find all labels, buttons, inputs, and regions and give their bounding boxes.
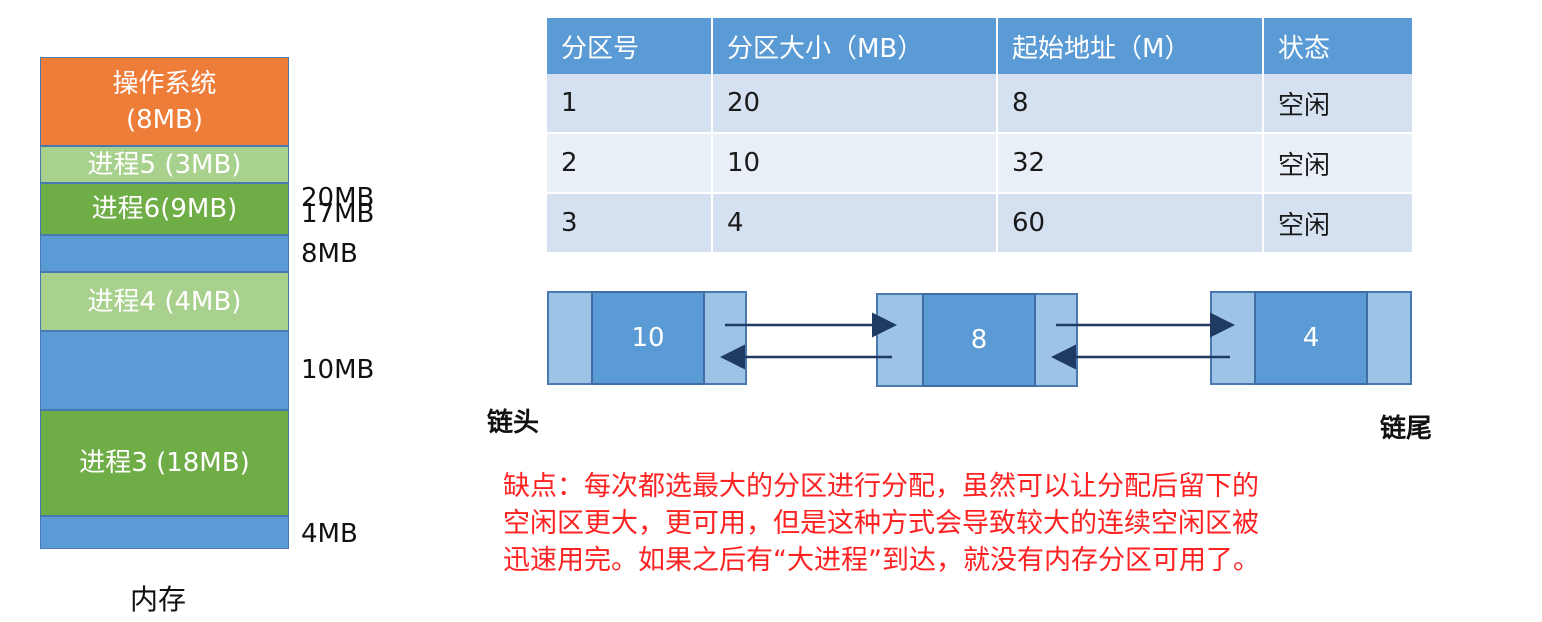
list-node-value: 10 bbox=[591, 291, 705, 385]
memory-block-label: 进程4 (4MB) bbox=[87, 286, 242, 317]
table-cell: 32 bbox=[997, 133, 1264, 194]
memory-block-process6: 进程6(9MB) bbox=[40, 183, 289, 235]
list-head-label: 链头 bbox=[487, 408, 540, 438]
table-cell: 10 bbox=[712, 133, 998, 194]
memory-block-label: 进程3 (18MB) bbox=[79, 448, 250, 478]
table-cell: 4 bbox=[712, 193, 998, 254]
memory-block-os-name: 操作系统 bbox=[112, 68, 217, 99]
table-header-row: 分区号 分区大小（MB） 起始地址（M） 状态 bbox=[547, 18, 1414, 74]
list-tail-label: 链尾 bbox=[1380, 414, 1433, 444]
table-cell: 20 bbox=[712, 74, 998, 134]
table-cell: 空闲 bbox=[1263, 74, 1414, 134]
table-row: 3 4 60 空闲 bbox=[547, 193, 1414, 254]
note-line: 迅速用完。如果之后有“大进程”到达，就没有内存分区可用了。 bbox=[503, 545, 1260, 576]
table-row: 1 20 8 空闲 bbox=[547, 74, 1414, 134]
memory-block-os: 操作系统 (8MB) bbox=[40, 57, 289, 146]
table-cell: 空闲 bbox=[1263, 133, 1414, 194]
table-row: 2 10 32 空闲 bbox=[547, 133, 1414, 194]
size-label-17mb: 17MB bbox=[301, 199, 375, 229]
list-node-3: 4 bbox=[1210, 291, 1412, 385]
table-cell: 3 bbox=[547, 193, 713, 254]
note-line: 缺点：每次都选最大的分区进行分配，虽然可以让分配后留下的 bbox=[503, 471, 1259, 502]
note-line: 空闲区更大，更可用，但是这种方式会导致较大的连续空闲区被 bbox=[503, 508, 1259, 539]
memory-block-process4: 进程4 (4MB) bbox=[40, 272, 289, 331]
list-node-1: 10 bbox=[547, 291, 747, 385]
list-node-value: 8 bbox=[922, 293, 1036, 387]
memory-block-label: 进程5 (3MB) bbox=[87, 149, 242, 180]
memory-block-free-4mb bbox=[40, 516, 289, 549]
memory-block-free-8mb bbox=[40, 235, 289, 272]
table-cell: 空闲 bbox=[1263, 193, 1414, 254]
memory-block-process3: 进程3 (18MB) bbox=[40, 410, 289, 516]
partition-table: 分区号 分区大小（MB） 起始地址（M） 状态 1 20 8 空闲 2 10 3… bbox=[547, 18, 1414, 254]
column-header-size: 分区大小（MB） bbox=[712, 18, 998, 74]
size-label-4mb: 4MB bbox=[301, 519, 358, 549]
table-cell: 60 bbox=[997, 193, 1264, 254]
column-header-start: 起始地址（M） bbox=[997, 18, 1264, 74]
table-cell: 8 bbox=[997, 74, 1264, 134]
list-node-2: 8 bbox=[876, 293, 1078, 387]
memory-caption: 内存 bbox=[130, 583, 187, 616]
column-header-id: 分区号 bbox=[547, 18, 713, 74]
memory-block-os-size: (8MB) bbox=[125, 104, 204, 135]
table-cell: 1 bbox=[547, 74, 713, 134]
size-label-8mb: 8MB bbox=[301, 239, 358, 269]
column-header-status: 状态 bbox=[1263, 18, 1414, 74]
list-node-value: 4 bbox=[1254, 291, 1368, 385]
drawback-note: 缺点：每次都选最大的分区进行分配，虽然可以让分配后留下的 空闲区更大，更可用，但… bbox=[503, 468, 1538, 579]
size-label-10mb: 10MB bbox=[301, 355, 375, 385]
memory-block-free-10mb bbox=[40, 331, 289, 410]
table-cell: 2 bbox=[547, 133, 713, 194]
size-label-20mb: 20MB bbox=[301, 183, 375, 213]
memory-block-label: 进程6(9MB) bbox=[91, 194, 238, 224]
memory-block-process5: 进程5 (3MB) bbox=[40, 146, 289, 183]
